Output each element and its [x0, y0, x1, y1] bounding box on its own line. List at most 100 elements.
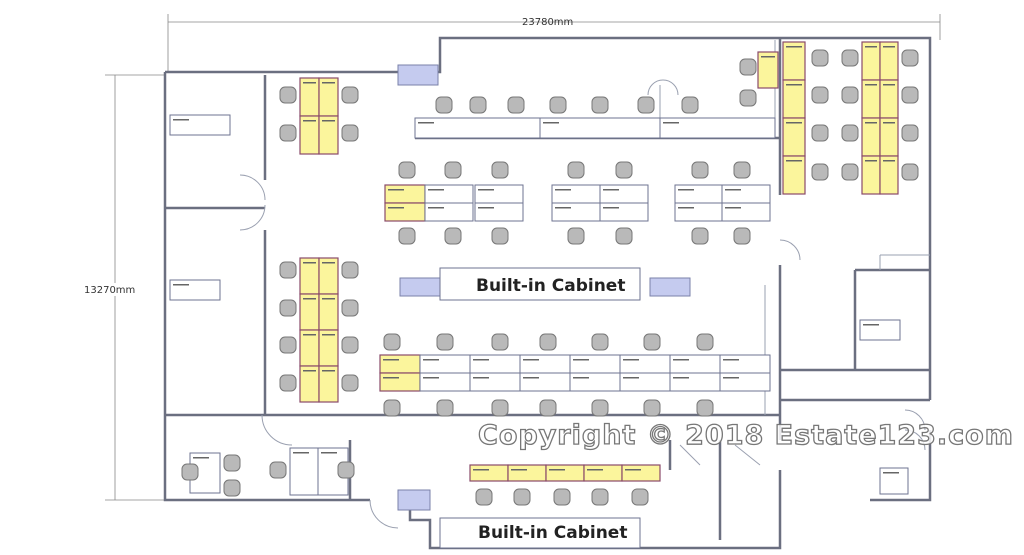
desk-label-mark	[573, 359, 589, 361]
desk-label-mark	[673, 359, 689, 361]
desk-label-mark	[173, 119, 189, 121]
desk	[551, 184, 601, 204]
chair	[637, 96, 655, 114]
chair	[444, 227, 462, 245]
yellow-desk	[507, 464, 547, 482]
chair	[279, 261, 297, 279]
yellow-desk	[318, 77, 339, 117]
chair	[341, 261, 359, 279]
chair	[901, 49, 919, 67]
desk-label-mark	[549, 469, 565, 471]
desk	[474, 202, 524, 222]
desk	[859, 319, 901, 341]
yellow-desk	[621, 464, 661, 482]
yellow-desk	[879, 41, 899, 81]
desk	[469, 372, 521, 392]
yellow-desk	[384, 202, 426, 222]
built-in-cabinet-center	[439, 267, 641, 301]
cabinet-center-label: Built-in Cabinet	[476, 276, 625, 296]
chair	[591, 96, 609, 114]
desk	[289, 447, 319, 496]
desk-label-mark	[883, 46, 895, 48]
yellow-desk	[318, 365, 339, 403]
desk-label-mark	[786, 160, 802, 162]
chair	[615, 227, 633, 245]
desk-label-mark	[543, 122, 559, 124]
desk	[419, 354, 471, 374]
desk-label-mark	[863, 324, 879, 326]
desk	[659, 117, 776, 139]
desk-label-mark	[883, 160, 895, 162]
desk-label-mark	[473, 469, 489, 471]
desk-label-mark	[173, 284, 189, 286]
desk-label-mark	[322, 262, 335, 264]
chair	[341, 124, 359, 142]
chair	[279, 124, 297, 142]
desk	[674, 184, 724, 204]
chair	[681, 96, 699, 114]
desk-label-mark	[473, 359, 489, 361]
desk-label-mark	[587, 469, 603, 471]
desk	[414, 117, 541, 139]
desk-label-mark	[383, 377, 399, 379]
desk-label-mark	[573, 377, 589, 379]
chair	[739, 58, 757, 76]
chair	[469, 96, 487, 114]
chair	[567, 227, 585, 245]
desk	[719, 372, 771, 392]
desk-label-mark	[473, 377, 489, 379]
chair	[841, 49, 859, 67]
desk	[599, 202, 649, 222]
chair	[269, 461, 287, 479]
desk-label-mark	[883, 84, 895, 86]
desk	[519, 354, 571, 374]
chair	[696, 333, 714, 351]
desk	[539, 117, 661, 139]
chair	[341, 299, 359, 317]
desk-label-mark	[321, 452, 337, 454]
yellow-desk	[782, 79, 806, 119]
desk	[474, 184, 524, 204]
chair	[615, 161, 633, 179]
chair	[901, 163, 919, 181]
yellow-desk	[379, 354, 421, 374]
desk-label-mark	[322, 120, 335, 122]
desk-label-mark	[678, 189, 694, 191]
desk-label-mark	[725, 207, 741, 209]
chair	[475, 488, 493, 506]
yellow-desk	[861, 155, 881, 195]
desk	[569, 354, 621, 374]
desk-label-mark	[555, 189, 571, 191]
yellow-desk	[545, 464, 585, 482]
chair	[491, 227, 509, 245]
desk	[424, 184, 474, 204]
desk-label-mark	[883, 472, 899, 474]
height-dimension: 13270mm	[84, 285, 135, 296]
chair	[507, 96, 525, 114]
yellow-desk	[879, 117, 899, 157]
yellow-desk	[384, 184, 426, 204]
chair	[643, 399, 661, 417]
desk	[419, 372, 471, 392]
chair	[223, 454, 241, 472]
desk-label-mark	[786, 84, 802, 86]
chair	[383, 399, 401, 417]
chair	[733, 227, 751, 245]
chair	[491, 333, 509, 351]
desk	[569, 372, 621, 392]
chair	[435, 96, 453, 114]
desk-label-mark	[418, 122, 434, 124]
yellow-desk	[879, 155, 899, 195]
cabinet-block	[649, 277, 691, 297]
yellow-desk	[299, 115, 320, 155]
desk	[469, 354, 521, 374]
desk-label-mark	[303, 370, 316, 372]
chair	[491, 161, 509, 179]
chair	[811, 86, 829, 104]
desk	[169, 114, 231, 136]
desk-label-mark	[383, 359, 399, 361]
chair	[691, 227, 709, 245]
chair	[811, 124, 829, 142]
copyright-watermark: Copyright © 2018 Estate123.com	[477, 419, 1014, 451]
desk-label-mark	[555, 207, 571, 209]
